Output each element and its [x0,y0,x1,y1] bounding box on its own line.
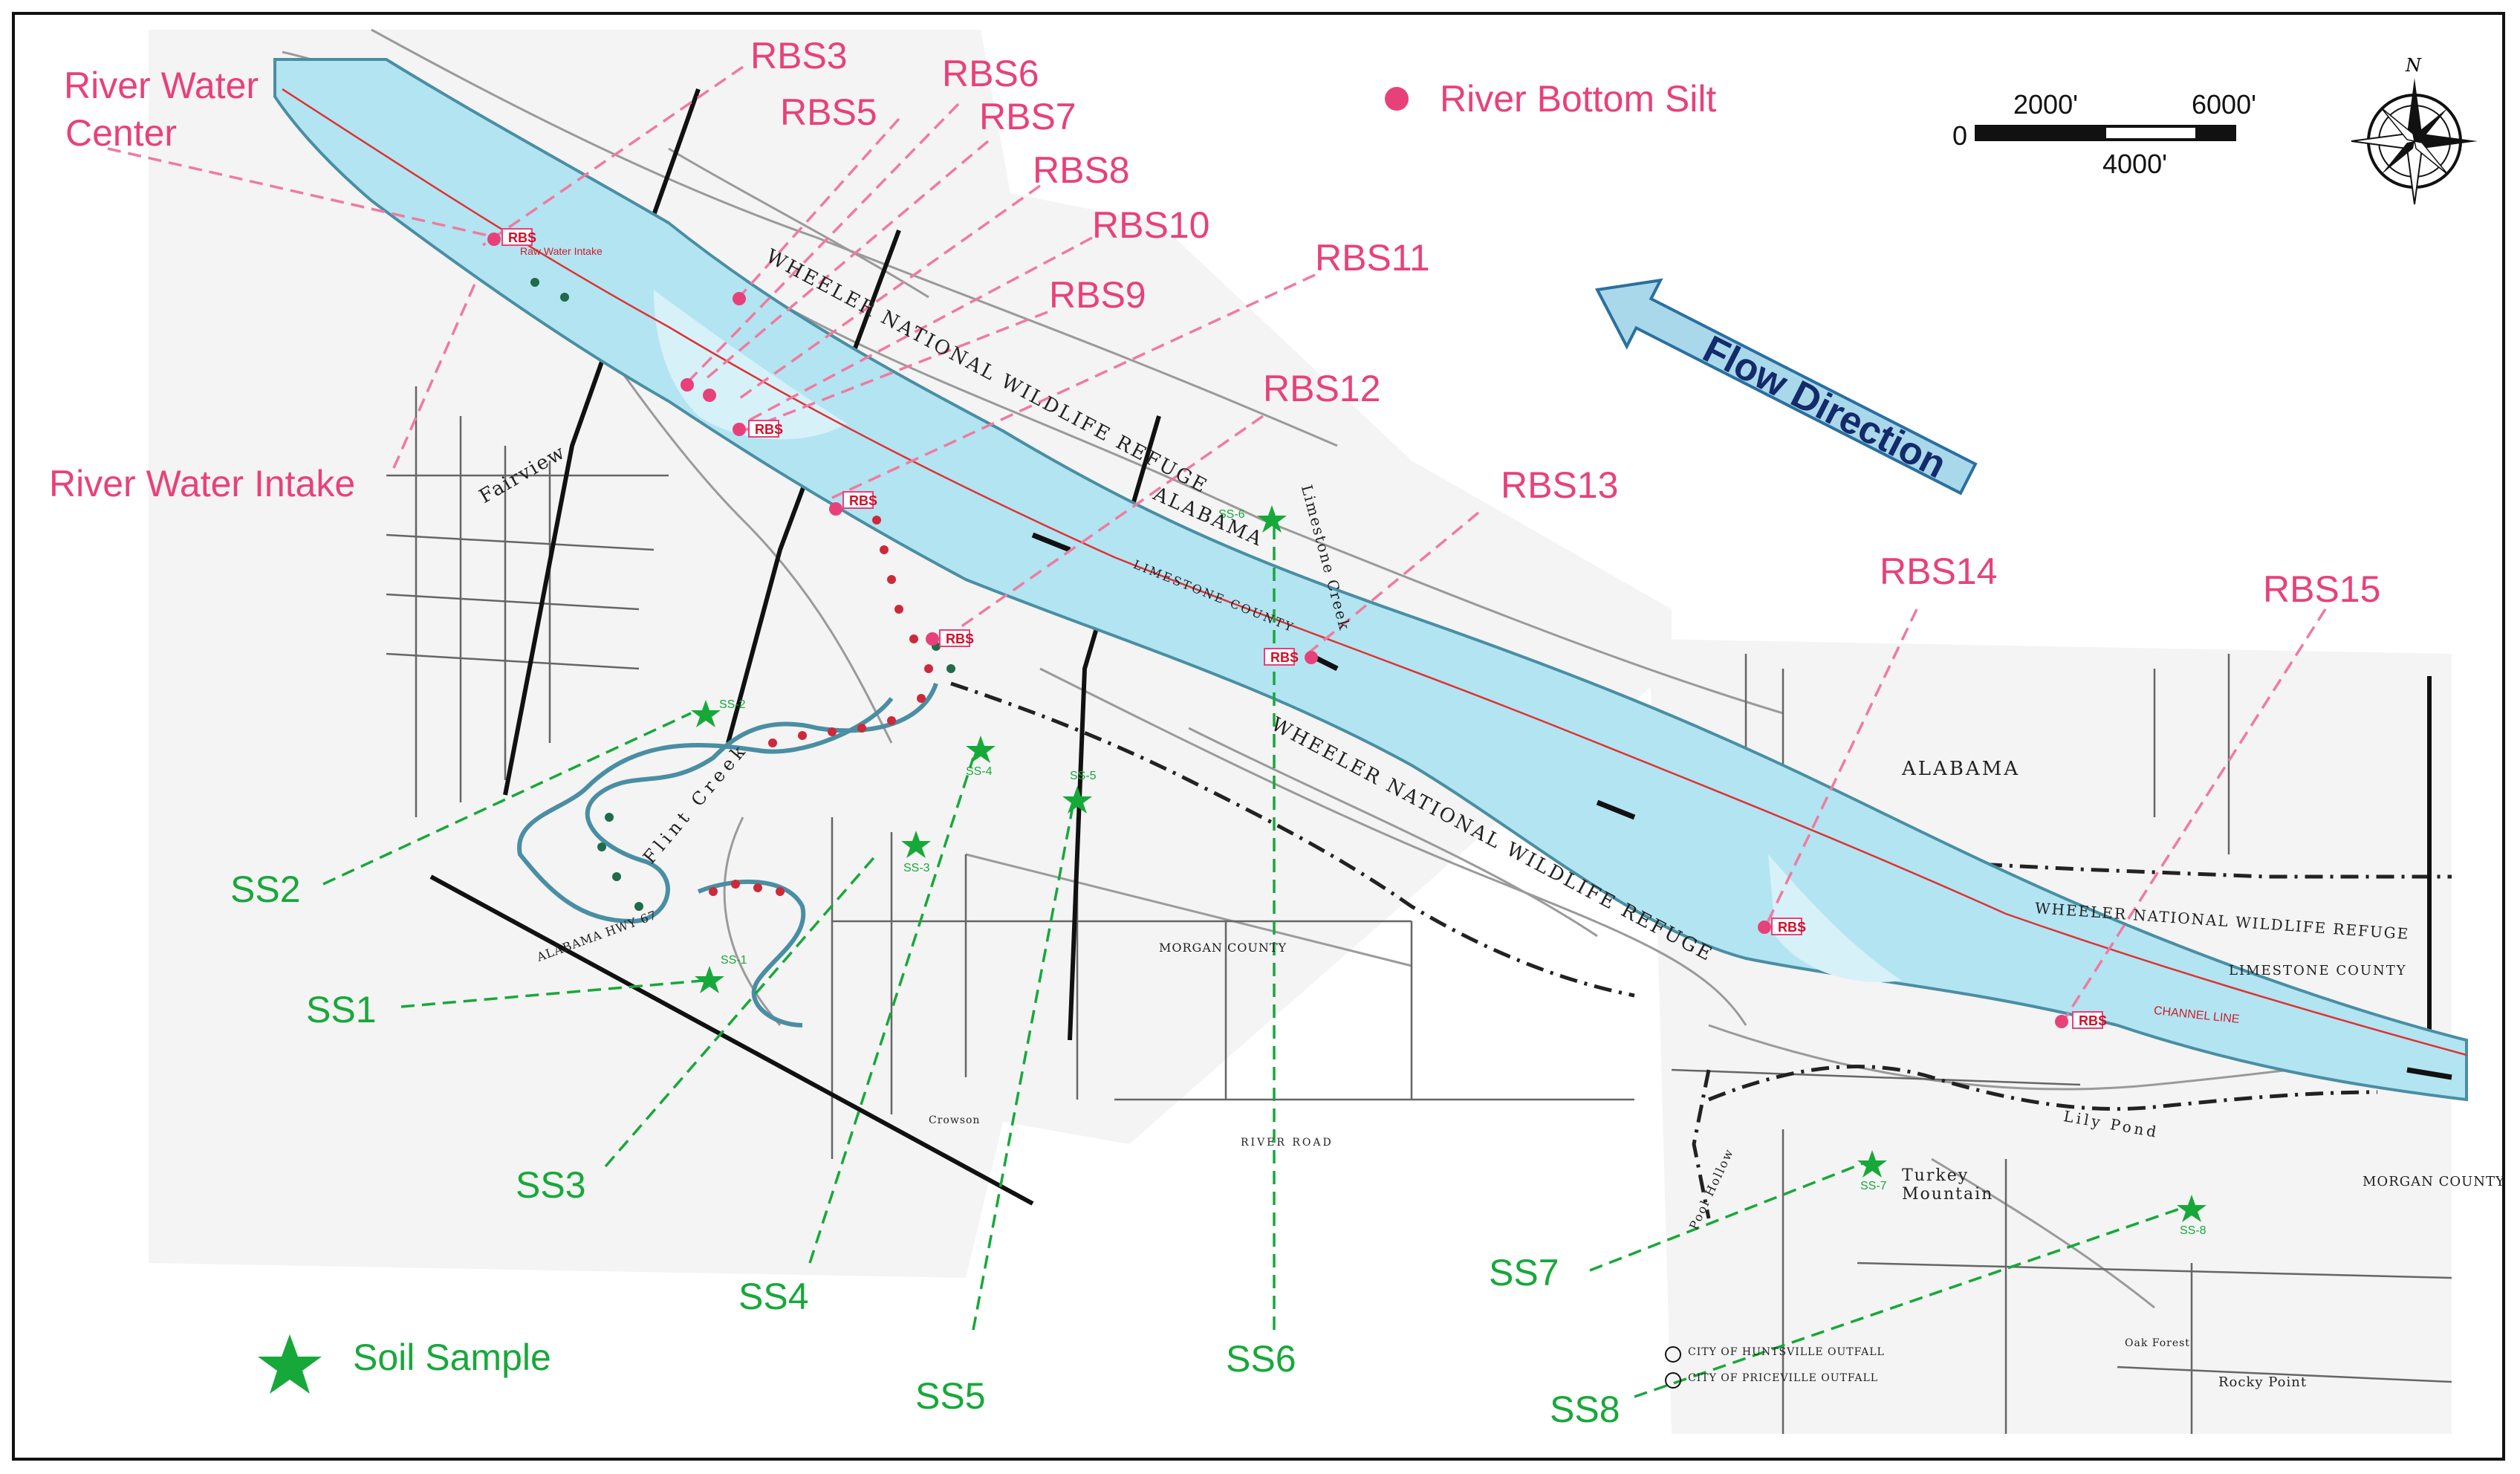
ss1-label: SS1 [306,989,377,1030]
legend-ss-star [258,1334,322,1394]
rbs-tag-5: RBS [1270,650,1299,665]
ss2-tag: SS-2 [719,698,746,711]
rbs7-label: RBS7 [979,96,1076,137]
ss5-label: SS5 [915,1375,986,1417]
river-road-label: RIVER ROAD [1241,1137,1334,1149]
rbs14-label: RBS14 [1880,551,1998,592]
outfall-symbols [1665,1346,1681,1389]
rbs6-label: RBS6 [942,53,1039,94]
scale-2000: 2000' [2013,89,2078,120]
ss1-tag: SS-1 [721,954,747,967]
compass-rose [2351,78,2478,205]
alabama-label-2: ALABAMA [1902,758,2021,780]
flint-creek-branch [697,879,806,1027]
ss4-tag: SS-4 [966,765,993,778]
flint-creek [517,683,938,924]
highways [429,88,2432,1206]
rbs-tag-6: RBS [1778,920,1807,935]
rbs9-label: RBS9 [1049,274,1146,316]
legend-rbs-dot [1385,87,1409,111]
oak-forest-label: Oak Forest [2125,1337,2190,1349]
ss8-label: SS8 [1550,1389,1620,1430]
ss6-label: SS6 [1226,1338,1296,1380]
rbs-tag-4: RBS [946,632,975,646]
ss5-star [1062,786,1092,814]
outfall-a-label: CITY OF HUNTSVILLE OUTFALL [1688,1346,1885,1358]
rbs13-label: RBS13 [1501,464,1619,506]
rbs11-label: RBS11 [1315,237,1430,279]
river-shoal [1768,854,1902,982]
channel-line [282,88,2467,1056]
legend-ss-label: Soil Sample [353,1337,551,1378]
rbs12-label: RBS12 [1263,368,1381,409]
rbs8-label: RBS8 [1033,149,1130,191]
raw-water-intake-label: Raw Water Intake [520,245,603,257]
ss2-star [691,700,721,727]
creek-markers-dark [530,278,955,911]
rbs5-label: RBS5 [780,91,877,133]
ss3-label: SS3 [516,1164,586,1206]
flow-direction-arrow [1594,278,1978,496]
ss7-star [1857,1150,1887,1178]
creek-markers [709,516,933,896]
crowson-label: Crowson [929,1114,981,1126]
scale-4000: 4000' [2102,149,2167,179]
ss4-star [966,736,996,763]
rbs-tag-1: RBS [508,230,537,245]
turkey-mountain-label: Turkey Mountain [1902,1166,1994,1204]
morgan-county-label-2: MORGAN COUNTY [2362,1174,2505,1189]
rbs-tag-2: RBS [755,422,784,437]
river-water-center-line1: River Water [64,65,259,106]
river-water-center-line2: Center [65,112,178,154]
ss3-tag: SS-3 [903,862,930,874]
ss1-star [695,966,724,993]
road-network [386,386,2452,1434]
ss-sample-stars [691,505,2206,1222]
scale-6000: 6000' [2192,89,2256,120]
ss8-star [2177,1195,2206,1222]
rbs15-label: RBS15 [2263,568,2381,610]
compass-north: N [2406,55,2421,76]
river-water-intake: River Water Intake [49,463,356,504]
channel-dashes [1031,532,2452,1080]
rbs-tag-boxes [501,228,2103,1029]
rbs10-label: RBS10 [1092,204,1210,246]
ss7-tag: SS-7 [1860,1180,1887,1192]
rbs-tag-7: RBS [2079,1013,2108,1028]
legend-rbs-label: River Bottom Silt [1440,78,1717,120]
scale-zero: 0 [1952,120,1968,151]
scale-bar [1975,125,2236,141]
rbs-tag-3: RBS [849,493,878,508]
tennessee-river [273,58,2468,1102]
outfall-b-label: CITY OF PRICEVILLE OUTFALL [1688,1372,1879,1384]
ss3-star [901,831,931,858]
ss7-label: SS7 [1489,1252,1559,1293]
rocky-point-label: Rocky Point [2218,1374,2308,1390]
ss6-tag: SS-6 [1218,508,1245,521]
morgan-county-label-1: MORGAN COUNTY [1159,941,1287,955]
terrain-contours [282,28,2452,1309]
ss4-label: SS4 [738,1276,809,1317]
ss8-tag: SS-8 [2180,1224,2206,1237]
ss5-tag: SS-5 [1070,770,1097,782]
rbs-sample-points [487,233,2068,1028]
rbs-leader-lines [107,65,2327,1019]
ss2-label: SS2 [230,869,301,910]
rbs3-label: RBS3 [750,35,848,77]
ss6-star [1257,505,1287,533]
limestone-county-label-2: LIMESTONE COUNTY [2229,963,2407,978]
